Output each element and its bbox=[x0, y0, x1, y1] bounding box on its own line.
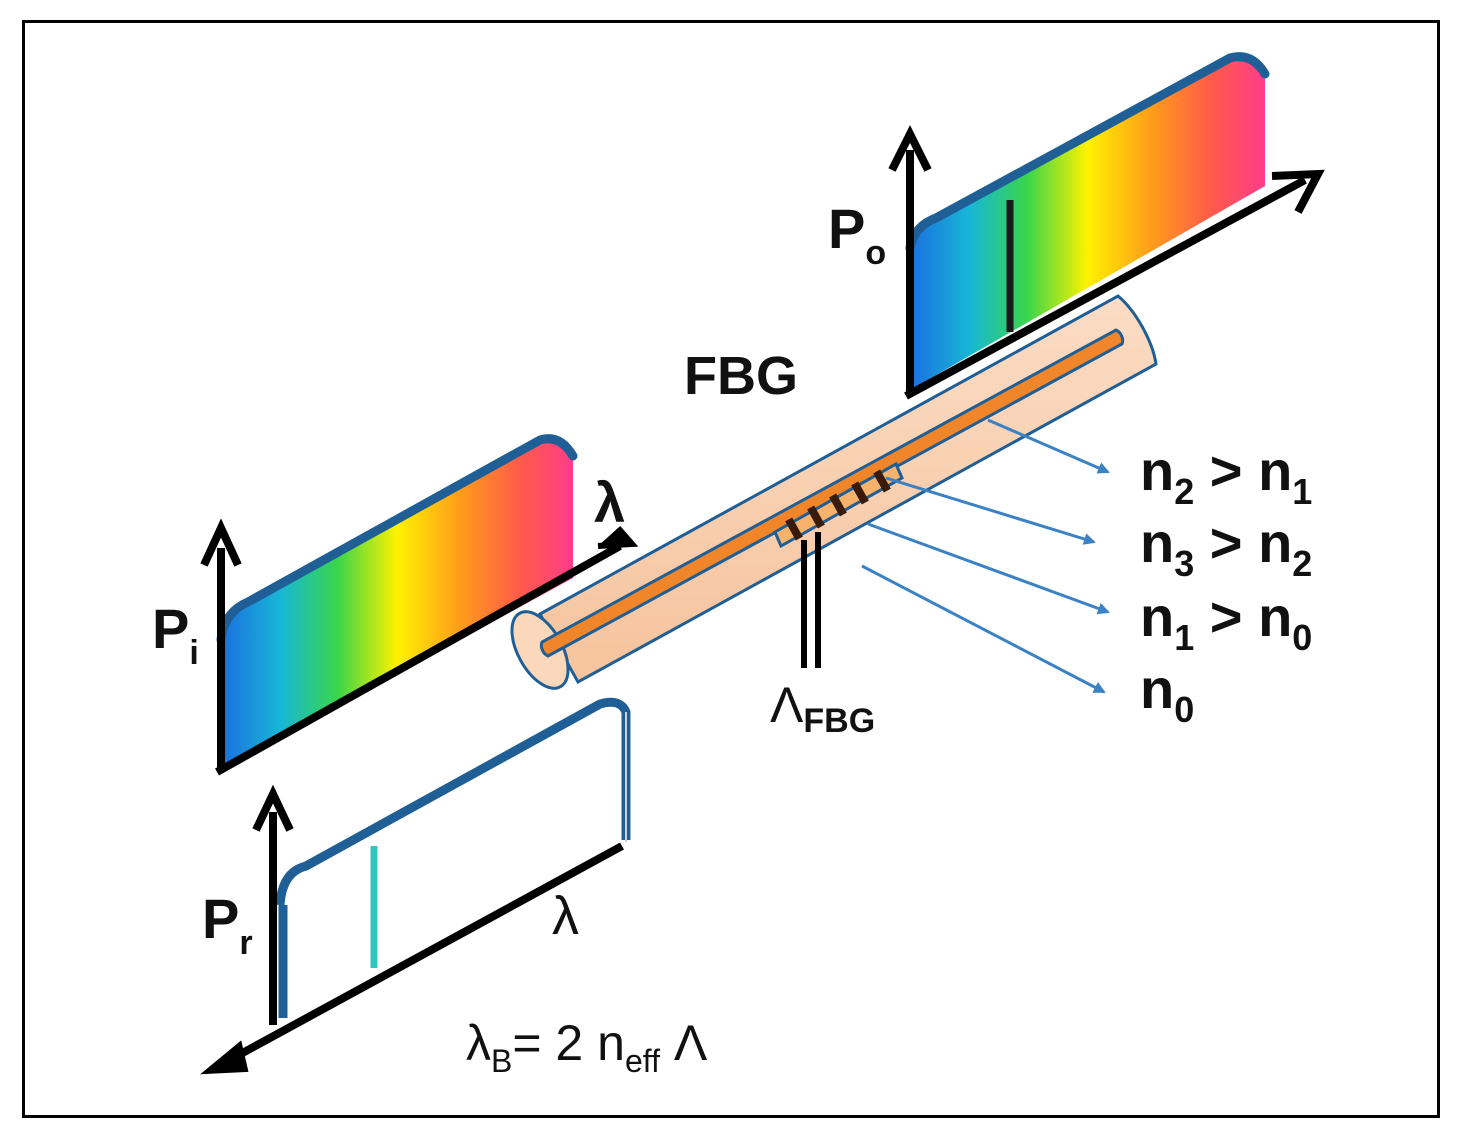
arrow-n3 bbox=[885, 476, 1096, 545]
output-spectrum bbox=[888, 52, 1325, 400]
index-labels: n2 > n1 n3 > n2 n1 > n0 n0 bbox=[1140, 439, 1312, 730]
output-power-axis-arrowhead bbox=[888, 125, 932, 172]
input-power-label: Pi bbox=[152, 597, 199, 672]
reflected-power-label: Pr bbox=[202, 887, 253, 962]
index-label-1: n2 > n1 bbox=[1140, 439, 1312, 512]
grating-period-label: ΛFBG bbox=[770, 677, 875, 740]
index-arrows bbox=[861, 418, 1110, 694]
input-wavelength-arrowhead bbox=[597, 526, 639, 549]
output-wavelength-arrowhead bbox=[1271, 169, 1325, 214]
output-wavelength-axis bbox=[904, 176, 1307, 400]
reflected-wavelength-axis bbox=[213, 842, 624, 1072]
arrow-n1 bbox=[867, 522, 1110, 615]
reflected-wavelength-arrowhead bbox=[200, 1040, 249, 1075]
index-label-4: n0 bbox=[1140, 657, 1194, 730]
fiber-core bbox=[539, 328, 1125, 658]
output-spectrum-fill bbox=[910, 56, 1265, 390]
fbg-label: FBG bbox=[684, 346, 798, 406]
input-power-axis-arrowhead bbox=[200, 518, 242, 567]
reflected-lambda-label: λ bbox=[552, 886, 579, 946]
figure-frame bbox=[22, 20, 1440, 1118]
bragg-equation: λB= 2 neff Λ bbox=[466, 1015, 708, 1079]
optical-fiber bbox=[510, 294, 1158, 690]
output-power-label: Po bbox=[828, 197, 886, 272]
output-spectrum-edge bbox=[905, 52, 1270, 253]
reflected-power-axis-arrowhead bbox=[252, 784, 294, 832]
input-spectrum bbox=[200, 434, 639, 776]
reflected-spectrum-edge bbox=[275, 697, 631, 906]
reflected-spectrum bbox=[200, 697, 631, 1075]
input-wavelength-axis bbox=[215, 542, 622, 776]
arrow-n2 bbox=[987, 418, 1110, 474]
input-spectrum-edge bbox=[216, 434, 578, 645]
index-label-2: n3 > n2 bbox=[1140, 511, 1312, 584]
input-lambda-label: λ bbox=[594, 471, 625, 534]
index-label-3: n1 > n0 bbox=[1140, 585, 1312, 658]
arrow-n0 bbox=[861, 564, 1106, 694]
input-spectrum-fill bbox=[221, 438, 573, 770]
grating-region bbox=[773, 461, 904, 549]
